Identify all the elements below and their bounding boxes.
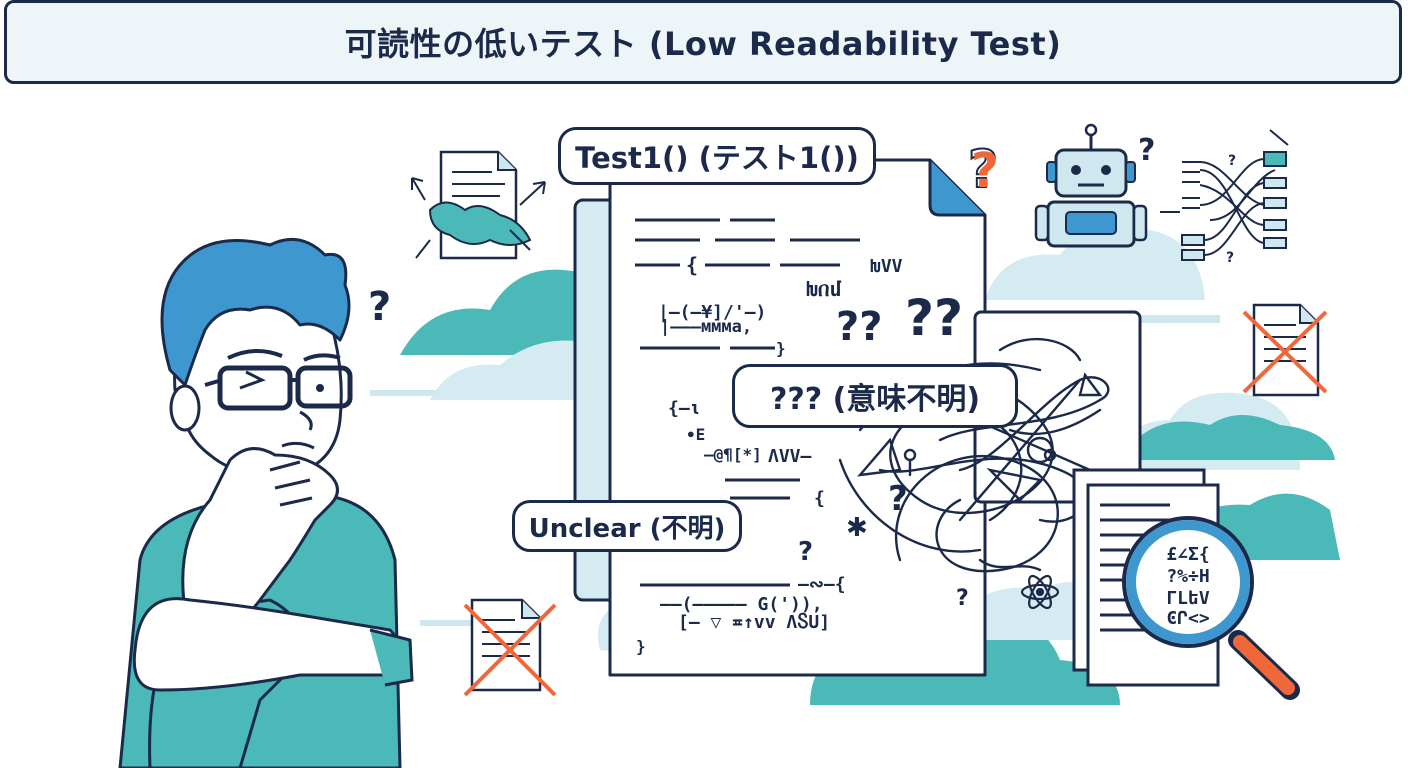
svg-text:——(————— G(')),: ——(————— G(')), xyxy=(660,594,823,615)
svg-text:?: ? xyxy=(1138,133,1155,168)
title-bar: 可読性の低いテスト (Low Readability Test) xyxy=(4,0,1402,84)
magnifier-icon: £∠Σ{ ?%÷H ΓLեV ϾՐ<> xyxy=(1122,516,1300,700)
magnifier-line-2: ?%÷H xyxy=(1166,566,1209,587)
test-name-label: Test1() (テスト1()) xyxy=(558,127,876,185)
svg-text:?: ? xyxy=(956,586,969,611)
svg-text:|—(—¥]/'—): |—(—¥]/'—) xyxy=(658,302,766,323)
svg-text:?: ? xyxy=(968,140,998,200)
unclear-label: Unclear (不明) xyxy=(512,500,742,552)
svg-text:{: { xyxy=(814,488,825,509)
svg-text:??: ?? xyxy=(836,304,882,350)
svg-text:—@¶[*]: —@¶[*] xyxy=(704,445,762,464)
svg-text:[— ▽ ≖↑vv ΛႽU]: [— ▽ ≖↑vv ΛႽU] xyxy=(678,612,830,633)
svg-text:?: ? xyxy=(1228,153,1236,169)
svg-text:}: } xyxy=(776,339,786,358)
svg-text:?: ? xyxy=(368,284,391,330)
svg-text:{: { xyxy=(686,253,698,277)
robot-icon xyxy=(1034,123,1148,248)
magnifier-line-3: ΓLեV xyxy=(1166,588,1210,609)
crossed-document-icon xyxy=(1242,303,1328,397)
magnifier-line-1: £∠Σ{ xyxy=(1166,544,1209,565)
svg-text:}: } xyxy=(636,637,646,656)
meaning-label: ??? (意味不明) xyxy=(732,364,1018,428)
svg-text:∙E: ∙E xyxy=(686,425,705,444)
svg-text:{—ι: {—ι xyxy=(668,398,701,419)
svg-text:?: ? xyxy=(798,537,813,567)
svg-text:?: ? xyxy=(1226,250,1234,266)
tangled-diagram-icon: ? ? xyxy=(1160,129,1289,266)
tangled-scribble xyxy=(838,310,1142,573)
question-marks: ? ? ? ? xyxy=(368,133,1155,330)
svg-text:??: ?? xyxy=(905,289,963,347)
svg-text:Խበմ: Խበմ xyxy=(806,277,842,301)
svg-text:?: ? xyxy=(888,479,908,519)
svg-text:✱: ✱ xyxy=(846,513,868,543)
svg-text:ԽVV: ԽVV xyxy=(870,256,903,277)
question-mark-icon: ? xyxy=(971,143,999,199)
svg-text:—∾—{: —∾—{ xyxy=(798,574,846,595)
crossed-document-icon-2 xyxy=(463,598,557,697)
page-title: 可読性の低いテスト (Low Readability Test) xyxy=(344,25,1062,63)
svg-text:|———мммa,: |———мммa, xyxy=(660,317,752,337)
svg-text:ΛVV—: ΛVV— xyxy=(768,446,812,467)
document-arrows-icon xyxy=(411,150,546,260)
atom-icon xyxy=(1020,574,1060,610)
confused-person xyxy=(118,237,414,768)
magnifier-line-4: ϾՐ<> xyxy=(1166,608,1210,629)
